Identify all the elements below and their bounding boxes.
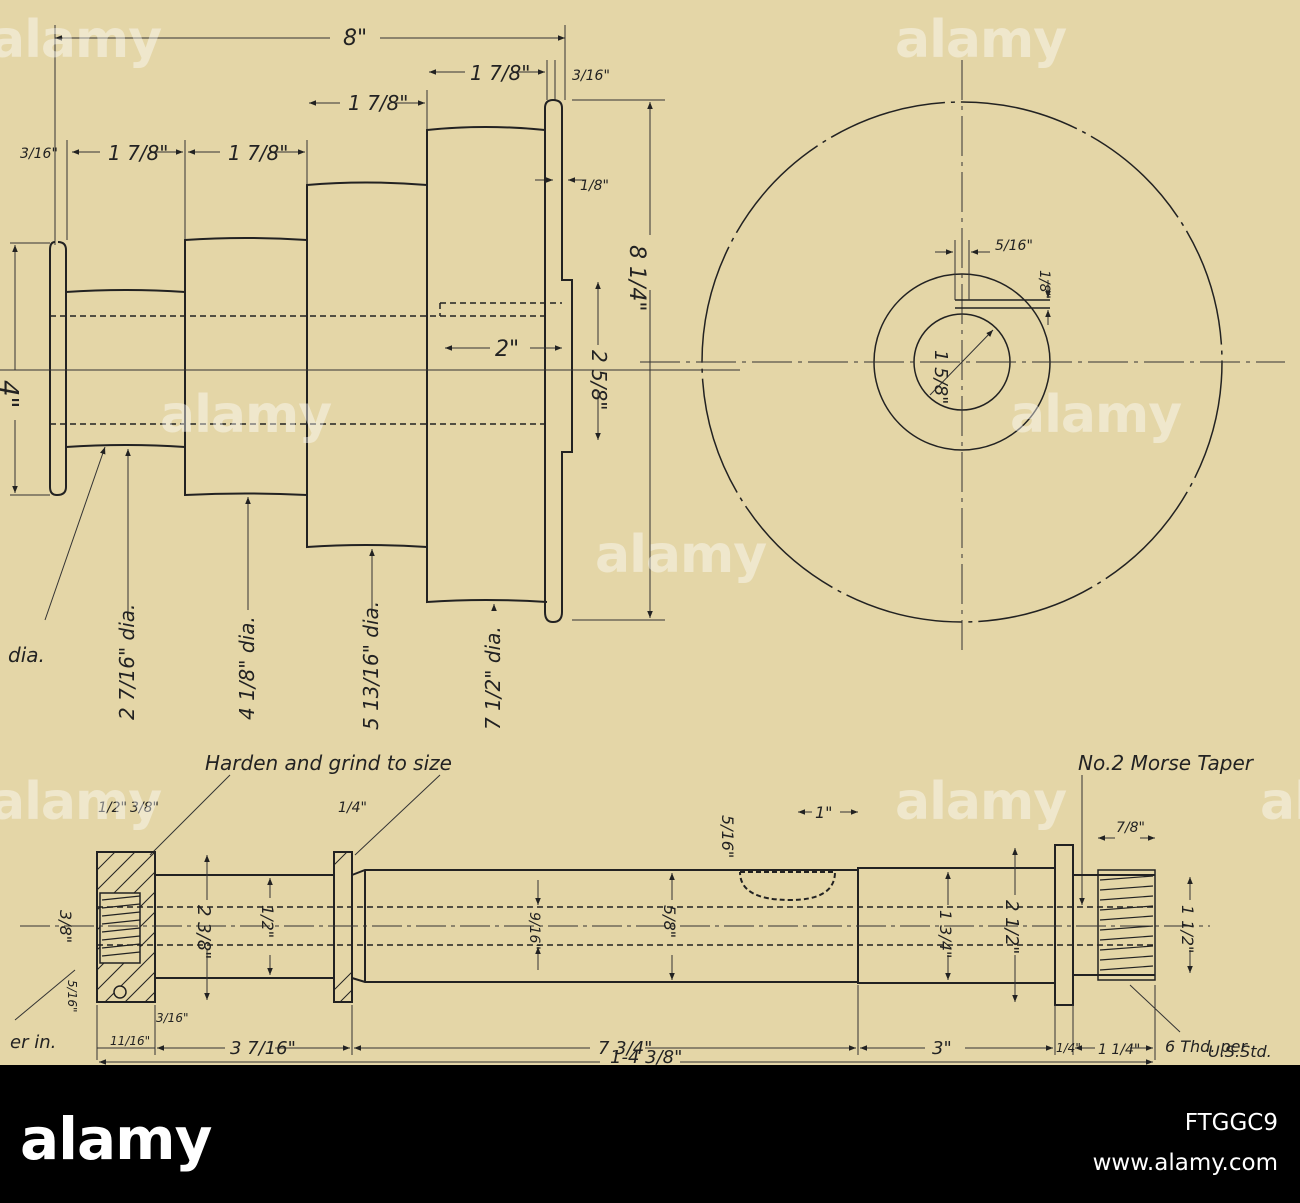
- brand-logo: alamy: [20, 1105, 212, 1173]
- thread-note-right-1: 6 Thd. per: [1165, 1037, 1249, 1056]
- right-flange-outline: [544, 98, 573, 624]
- dia-half-a: 1/2": [258, 905, 277, 938]
- left-flange-label: 3/16": [20, 146, 58, 162]
- keyway-length: 1": [815, 803, 833, 822]
- len-c: 7 3/4": [598, 1038, 652, 1059]
- spindle-flange: [1054, 844, 1074, 1006]
- watermark: alamy: [0, 772, 162, 832]
- step-dia-2: 2 7/16" dia.: [115, 604, 139, 720]
- overall-length: 1-4 3/8": [610, 1047, 682, 1065]
- len-e: 1/4": [1056, 1041, 1081, 1055]
- collar: [96, 851, 156, 1003]
- collar-recess: 3/16": [156, 1011, 188, 1025]
- bore-dia-label: 2 5/8": [587, 350, 611, 410]
- watermark: alamy: [160, 385, 332, 445]
- watermark: alamy: [0, 10, 162, 70]
- step-length-a: 1 7/8": [108, 141, 168, 165]
- len-b: 3 7/16": [230, 1038, 296, 1059]
- harden-note: Harden and grind to size: [205, 751, 452, 775]
- dia-thread: 1 1/2": [1178, 905, 1197, 953]
- thread-length: 7/8": [1116, 820, 1145, 836]
- bore-label: 1 5/8": [930, 350, 951, 404]
- keyway-depth-label: 1/8": [1036, 270, 1052, 299]
- overall-length-label: 8": [343, 26, 367, 51]
- watermark: alamy: [895, 772, 1067, 832]
- keyway-depth: 5/16": [718, 815, 737, 858]
- engineering-drawing: 8" 1 7/8" 1 7/8" 1 7/8" 1 7/8" 3/16" 3/1…: [0, 25, 1285, 1065]
- pulley-end-view: 5/16" 1/8" 1 5/8": [640, 60, 1285, 650]
- left-flange-outline: [49, 241, 67, 497]
- step-dia-5: 7 1/2" dia.: [481, 626, 505, 730]
- washer: [333, 851, 353, 1003]
- collar-half: 1/2": [98, 800, 127, 816]
- thread-note-left: er in.: [10, 1032, 56, 1053]
- watermark: alamy: [1010, 385, 1182, 445]
- dia-shoulder: 1 3/4": [936, 910, 955, 958]
- site-url: www.alamy.com: [1092, 1150, 1278, 1176]
- flange-dia-label: 4": [0, 380, 23, 409]
- stepped-pulley-side-view: 8" 1 7/8" 1 7/8" 1 7/8" 1 7/8" 3/16" 3/1…: [0, 25, 740, 730]
- len-f: 1 1/4": [1098, 1042, 1140, 1058]
- step-dia-1: dia.: [8, 643, 45, 667]
- keyway: [739, 871, 837, 902]
- collar-three-eighths: 3/8": [130, 800, 159, 816]
- footer-bar: [0, 1065, 1300, 1203]
- flange-recess-label: 1/8": [580, 178, 609, 194]
- right-flange-label: 3/16": [572, 68, 610, 84]
- watermark: alamy: [595, 525, 767, 585]
- keyway-width-label: 5/16": [995, 238, 1033, 254]
- drawing-sheet: 8" 1 7/8" 1 7/8" 1 7/8" 1 7/8" 3/16" 3/1…: [0, 0, 1300, 1065]
- harden-leader-2: [354, 774, 441, 856]
- spindle-view: Harden and grind to size No.2 Morse Tape…: [10, 751, 1255, 1065]
- dia-collar-inner: 5/16": [65, 980, 79, 1012]
- watermark: alamy: [895, 10, 1067, 70]
- thread: [1097, 869, 1156, 981]
- dia-left-bore: 3/8": [56, 910, 75, 943]
- bore-depth-label: 2": [495, 337, 519, 362]
- harden-leader: [149, 774, 231, 856]
- step-length-b: 1 7/8": [228, 141, 288, 165]
- image-id: FTGGC9: [1184, 1110, 1278, 1136]
- len-d: 3": [932, 1038, 952, 1059]
- dia-shaft: 5/8": [660, 905, 679, 938]
- dia-flange: 2 1/2": [1001, 900, 1022, 954]
- step-length-d: 1 7/8": [470, 61, 530, 85]
- thread-note-right-2: U.S.Std.: [1208, 1042, 1272, 1061]
- step-dia-3: 4 1/8" dia.: [235, 616, 259, 720]
- dia-hole: 9/16": [526, 912, 542, 950]
- len-a: 11/16": [110, 1034, 150, 1048]
- dia-collar: 2 3/8": [193, 905, 214, 959]
- step-dia-4: 5 13/16" dia.: [359, 601, 383, 730]
- step-length-c: 1 7/8": [348, 91, 408, 115]
- washer-thickness: 1/4": [338, 800, 367, 816]
- watermark: alamy: [1260, 772, 1300, 832]
- taper-note: No.2 Morse Taper: [1078, 751, 1255, 775]
- overall-dia-label: 8 1/4": [624, 245, 649, 312]
